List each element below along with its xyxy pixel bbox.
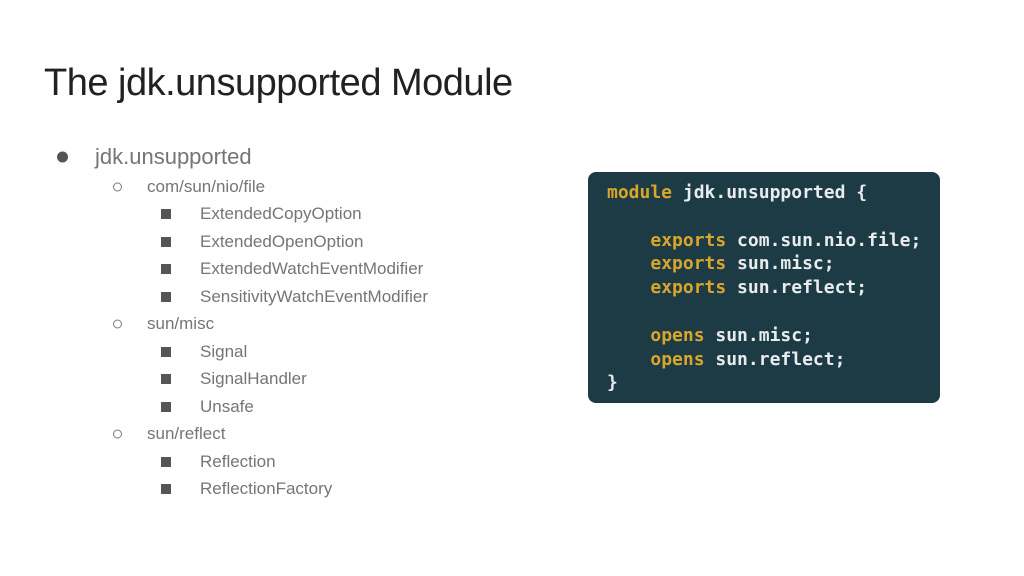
list-item: ReflectionFactory [44,476,544,504]
list-item: ExtendedOpenOption [44,228,544,256]
code-keyword: opens [650,324,705,346]
list-item: Unsafe [44,393,544,421]
list-item-label: ExtendedCopyOption [200,204,362,224]
list-item: Reflection [44,448,544,476]
code-indent [607,253,650,274]
code-indent [607,230,650,251]
list-item-label: ExtendedOpenOption [200,231,364,251]
square-bullet-icon [161,401,171,412]
square-bullet-icon [161,209,171,220]
list-item: SignalHandler [44,366,544,394]
square-bullet-icon [161,264,171,275]
code-text: jdk.unsupported { [672,182,868,203]
list-item: Signal [44,338,544,366]
code-text: sun.misc; [726,253,835,275]
list-item-label: SignalHandler [200,369,307,389]
code-keyword: exports [650,229,727,251]
circle-bullet-icon [113,182,122,192]
list-item-label: Reflection [200,451,276,471]
square-bullet-icon [161,291,171,302]
list-item-label: Unsafe [200,396,254,416]
code-text: sun.reflect; [726,277,868,299]
code-indent [607,325,650,346]
slide-title: The jdk.unsupported Module [44,62,513,104]
code-keyword: module [607,182,673,203]
code-line [607,300,940,324]
list-item-label: ReflectionFactory [200,479,333,499]
list-item: ExtendedCopyOption [44,201,544,229]
code-keyword: opens [650,348,705,370]
square-bullet-icon [161,374,171,385]
list-item-label: jdk.unsupported [95,143,252,169]
circle-bullet-icon [113,319,122,329]
code-block: module jdk.unsupported { exports com.sun… [588,172,940,404]
code-keyword: exports [650,253,727,275]
list-item: jdk.unsupported [44,140,544,173]
code-text: com.sun.nio.file; [726,229,922,251]
code-text: sun.misc; [704,324,813,346]
list-item-label: sun/misc [147,314,215,334]
list-item-label: SensitivityWatchEventModifier [200,286,429,306]
circle-bullet-icon [113,429,122,439]
list-item-label: Signal [200,341,248,361]
disc-bullet-icon [57,151,68,162]
code-line: opens sun.reflect; [607,348,940,372]
code-line: module jdk.unsupported { [607,181,940,205]
list-item-label: sun/reflect [147,424,226,444]
list-item: sun/misc [44,311,544,339]
list-item: SensitivityWatchEventModifier [44,283,544,311]
code-keyword: exports [650,277,727,299]
list-item-label: com/sun/nio/file [147,176,266,196]
list-item: ExtendedWatchEventModifier [44,256,544,284]
code-line: opens sun.misc; [607,324,940,348]
square-bullet-icon [161,456,171,467]
square-bullet-icon [161,346,171,357]
code-line [607,205,940,229]
square-bullet-icon [161,484,171,495]
list-item: sun/reflect [44,421,544,449]
code-line: exports sun.misc; [607,252,940,276]
code-text: sun.reflect; [704,348,846,370]
code-line: exports sun.reflect; [607,276,940,300]
list-item: com/sun/nio/file [44,173,544,201]
code-text: } [607,372,618,394]
code-line: } [607,371,940,395]
code-indent [607,277,650,298]
code-indent [607,349,650,370]
square-bullet-icon [161,236,171,247]
list-item-label: ExtendedWatchEventModifier [200,259,424,279]
code-line: exports com.sun.nio.file; [607,229,940,253]
